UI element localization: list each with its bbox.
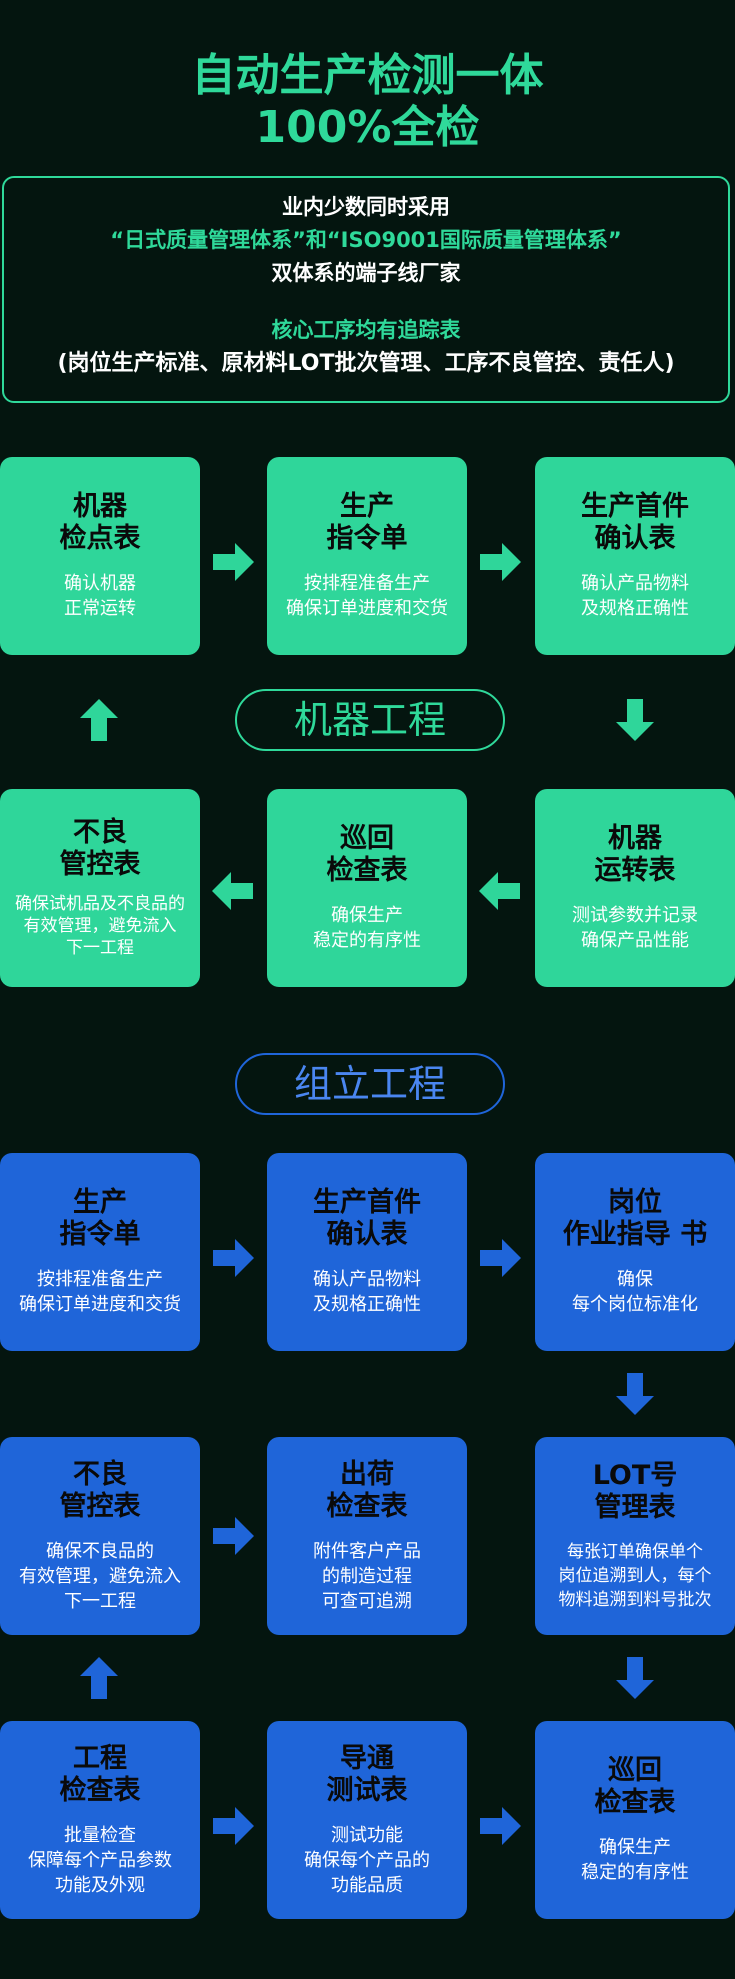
process-card: 巡回 检查表 确保生产 稳定的有序性	[535, 1721, 735, 1919]
card-desc: 附件客户产品 的制造过程 可查可追溯	[313, 1540, 421, 1612]
card-desc: 按排程准备生产 确保订单进度和交货	[19, 1269, 181, 1315]
arrow-down-icon	[616, 1373, 654, 1415]
card-desc: 确保 每个岗位标准化	[572, 1269, 698, 1315]
intro-tracking-heading: 核心工序均有追踪表	[271, 318, 461, 342]
card-title: 生产 指令单	[59, 1187, 141, 1250]
card-title: 巡回 检查表	[594, 1755, 676, 1818]
intro-line: 双体系的端子线厂家	[271, 261, 461, 285]
card-desc: 确认产品物料 及规格正确性	[313, 1269, 421, 1315]
arrow-down-icon	[616, 699, 654, 741]
arrow-right-icon	[480, 1239, 521, 1277]
card-title: LOT号 管理表	[592, 1460, 678, 1523]
card-desc: 测试参数并记录 确保产品性能	[572, 905, 698, 951]
process-card: 岗位 作业指导 书 确保 每个岗位标准化	[535, 1153, 735, 1351]
process-card: 生产 指令单 按排程准备生产 确保订单进度和交货	[267, 457, 467, 655]
arrow-left-icon	[212, 872, 253, 910]
process-card: 机器 检点表 确认机器 正常运转	[0, 457, 200, 655]
card-title: 出荷 检查表	[326, 1458, 408, 1522]
process-card: 生产 指令单 按排程准备生产 确保订单进度和交货	[0, 1153, 200, 1351]
card-desc: 确保生产 稳定的有序性	[313, 905, 421, 951]
arrow-up-icon	[80, 699, 118, 741]
card-desc: 按排程准备生产 确保订单进度和交货	[286, 573, 448, 619]
card-title: 不良 管控表	[59, 1458, 141, 1522]
process-card: 不良 管控表 确保不良品的 有效管理，避免流入 下一工程	[0, 1437, 200, 1635]
card-title: 生产 指令单	[326, 491, 408, 554]
process-card: 巡回 检查表 确保生产 稳定的有序性	[267, 789, 467, 987]
card-title: 生产首件 确认表	[581, 491, 689, 554]
card-title: 机器 检点表	[59, 491, 141, 554]
page-title: 自动生产检测一体	[191, 50, 544, 101]
process-card: 出荷 检查表 附件客户产品 的制造过程 可查可追溯	[267, 1437, 467, 1635]
card-desc: 确保生产 稳定的有序性	[581, 1837, 689, 1883]
arrow-up-icon	[80, 1657, 118, 1699]
process-card: 生产首件 确认表 确认产品物料 及规格正确性	[535, 457, 735, 655]
section-label-machine: 机器工程	[235, 689, 505, 751]
section-label-assembly: 组立工程	[235, 1053, 505, 1115]
card-desc: 批量检查 保障每个产品参数 功能及外观	[28, 1824, 172, 1896]
card-title: 巡回 检查表	[326, 823, 408, 886]
arrow-right-icon	[213, 1807, 254, 1845]
process-card: 不良 管控表 确保试机品及不良品的 有效管理，避免流入 下一工程	[0, 789, 200, 987]
arrow-right-icon	[213, 543, 254, 581]
arrow-down-icon	[616, 1657, 654, 1699]
card-title: 导通 测试表	[326, 1742, 408, 1806]
intro-quality-systems: “日式质量管理体系”和“ISO9001国际质量管理体系”	[110, 228, 622, 252]
intro-tracking-detail: (岗位生产标准、原材料LOT批次管理、工序不良管控、责任人)	[57, 351, 675, 376]
arrow-right-icon	[480, 543, 521, 581]
card-desc: 每张订单确保单个 岗位追溯到人，每个 物料追溯到料号批次	[558, 1542, 712, 1610]
card-title: 不良 管控表	[59, 817, 141, 880]
intro-line: 业内少数同时采用	[282, 195, 450, 219]
arrow-left-icon	[479, 872, 520, 910]
process-card: 工程 检查表 批量检查 保障每个产品参数 功能及外观	[0, 1721, 200, 1919]
card-desc: 确保不良品的 有效管理，避免流入 下一工程	[19, 1540, 181, 1612]
arrow-right-icon	[213, 1239, 254, 1277]
card-title: 工程 检查表	[59, 1742, 141, 1806]
intro-panel: 业内少数同时采用 “日式质量管理体系”和“ISO9001国际质量管理体系” 双体…	[2, 176, 730, 403]
card-desc: 测试功能 确保每个产品的 功能品质	[304, 1824, 430, 1896]
card-desc: 确认产品物料 及规格正确性	[581, 573, 689, 619]
page-subtitle: 100%全检	[255, 102, 480, 153]
card-desc: 确保试机品及不良品的 有效管理，避免流入 下一工程	[15, 894, 185, 958]
process-card: 机器 运转表 测试参数并记录 确保产品性能	[535, 789, 735, 987]
process-card: 生产首件 确认表 确认产品物料 及规格正确性	[267, 1153, 467, 1351]
arrow-right-icon	[213, 1517, 254, 1555]
process-card: LOT号 管理表 每张订单确保单个 岗位追溯到人，每个 物料追溯到料号批次	[535, 1437, 735, 1635]
card-desc: 确认机器 正常运转	[64, 573, 136, 619]
process-card: 导通 测试表 测试功能 确保每个产品的 功能品质	[267, 1721, 467, 1919]
card-title: 机器 运转表	[594, 823, 676, 886]
card-title: 岗位 作业指导 书	[562, 1187, 708, 1250]
card-title: 生产首件 确认表	[313, 1187, 421, 1250]
arrow-right-icon	[480, 1807, 521, 1845]
